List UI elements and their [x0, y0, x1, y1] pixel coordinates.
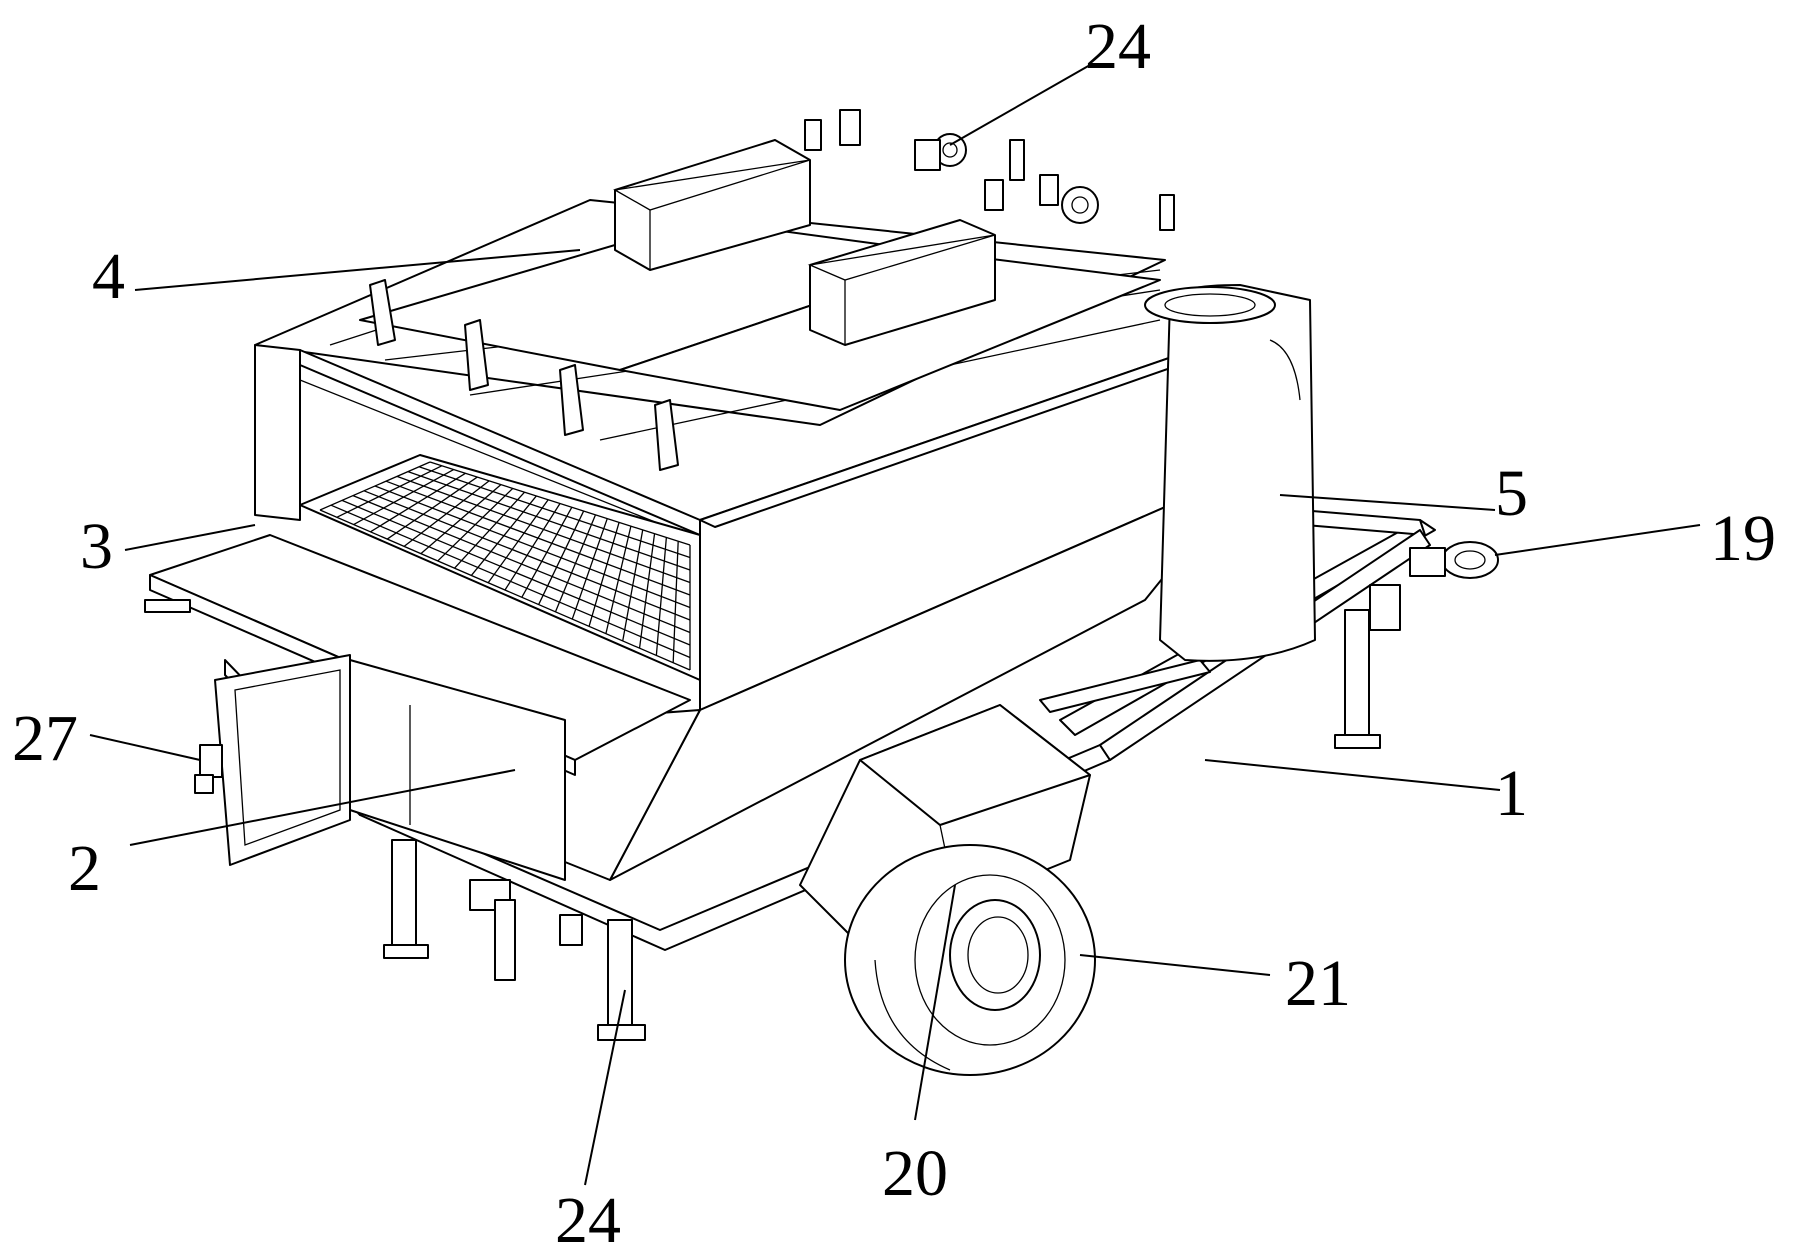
mesh-line [385, 480, 691, 596]
mesh-line [319, 509, 691, 671]
cabinet-door [194, 654, 566, 881]
label-3: 3 [80, 510, 113, 583]
leader-lines [89, 64, 1701, 1186]
mesh-line [407, 470, 691, 571]
leader-21 [1079, 954, 1271, 976]
support-legs [383, 584, 1401, 1041]
leader-3 [124, 524, 256, 551]
leader-2 [129, 769, 516, 846]
reference-labels: 24 4 5 19 3 27 1 2 21 24 20 [12, 10, 1776, 1255]
label-24-bottom: 24 [555, 1184, 621, 1255]
mesh-line [341, 499, 691, 646]
mesh-line [330, 504, 691, 659]
mesh-line [429, 461, 691, 546]
wheel [844, 844, 1096, 1076]
leader-19 [1494, 524, 1701, 556]
leader-5 [1279, 494, 1496, 511]
label-27: 27 [12, 702, 78, 775]
leader-1 [1204, 759, 1501, 791]
leader-24-bottom [584, 989, 626, 1186]
leader-20 [914, 884, 956, 1121]
label-1: 1 [1495, 757, 1528, 830]
label-24-top: 24 [1085, 10, 1151, 83]
leader-4 [134, 249, 581, 291]
mesh-line [374, 485, 691, 609]
label-20: 20 [882, 1137, 948, 1210]
label-4: 4 [92, 240, 125, 313]
leader-27 [89, 734, 201, 761]
mesh-line [396, 475, 691, 584]
label-19: 19 [1710, 502, 1776, 575]
leader-24-top [949, 64, 1091, 146]
fender [799, 704, 1091, 946]
hopper-body [559, 284, 1316, 881]
cover-assembly [254, 109, 1175, 541]
grid-mesh [319, 461, 691, 671]
mesh-line [418, 466, 691, 559]
mesh-line [352, 494, 691, 634]
label-21: 21 [1285, 947, 1351, 1020]
label-5: 5 [1495, 457, 1528, 530]
mesh-line [363, 490, 691, 621]
label-2: 2 [68, 832, 101, 905]
